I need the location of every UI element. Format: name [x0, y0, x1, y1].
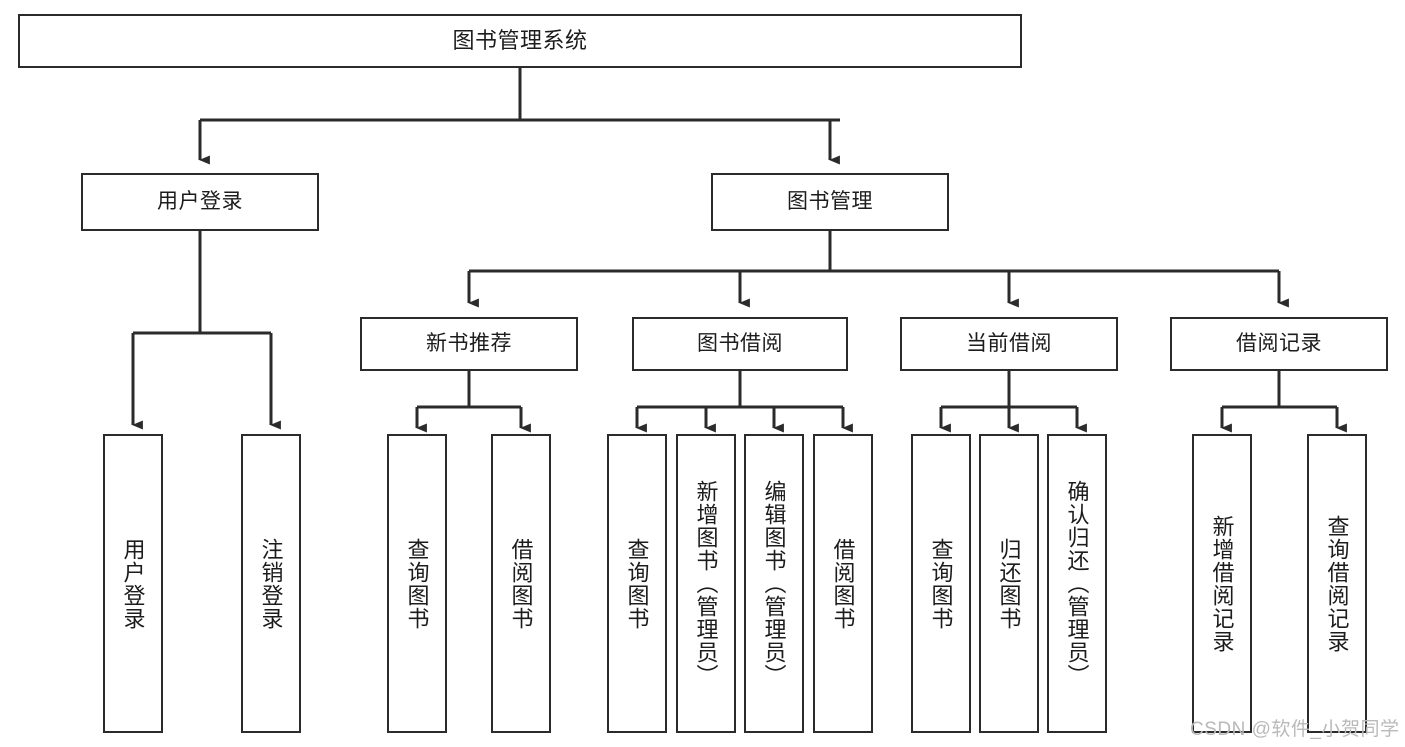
node-leaf-query-book-3[interactable]: 查询图书	[911, 434, 971, 733]
node-leaf-query-record[interactable]: 查询借阅记录	[1307, 434, 1367, 733]
node-leaf-user-login-label: 用户登录	[120, 537, 146, 630]
node-new-book-rec[interactable]: 新书推荐	[360, 317, 578, 371]
node-leaf-confirm-return[interactable]: 确认归还（管理员）	[1047, 434, 1107, 733]
csdn-watermark: CSDN @软件_小贺同学	[1190, 719, 1400, 740]
node-leaf-add-record-label: 新增借阅记录	[1209, 514, 1235, 653]
node-root[interactable]: 图书管理系统	[18, 14, 1022, 68]
node-new-book-rec-label: 新书推荐	[426, 331, 512, 355]
node-leaf-edit-book[interactable]: 编辑图书（管理员）	[744, 434, 804, 733]
node-leaf-borrow-book-1-label: 借阅图书	[508, 537, 534, 630]
node-leaf-borrow-book-1[interactable]: 借阅图书	[491, 434, 551, 733]
node-book-borrow[interactable]: 图书借阅	[632, 317, 848, 371]
node-leaf-return-book[interactable]: 归还图书	[979, 434, 1039, 733]
node-root-label: 图书管理系统	[452, 28, 588, 54]
node-book-manage[interactable]: 图书管理	[711, 173, 949, 231]
node-leaf-query-record-label: 查询借阅记录	[1324, 514, 1350, 653]
node-user-login[interactable]: 用户登录	[81, 173, 319, 231]
node-leaf-query-book-3-label: 查询图书	[928, 537, 954, 630]
node-leaf-add-book-label: 新增图书（管理员）	[693, 480, 719, 687]
node-book-manage-label: 图书管理	[787, 189, 873, 213]
node-leaf-query-book-1-label: 查询图书	[404, 537, 430, 630]
node-leaf-add-book[interactable]: 新增图书（管理员）	[676, 434, 736, 733]
node-leaf-confirm-return-label: 确认归还（管理员）	[1064, 480, 1090, 687]
node-leaf-query-book-2[interactable]: 查询图书	[607, 434, 667, 733]
node-current-borrow-label: 当前借阅	[966, 331, 1052, 355]
node-leaf-edit-book-label: 编辑图书（管理员）	[761, 480, 787, 687]
node-borrow-record[interactable]: 借阅记录	[1170, 317, 1388, 371]
node-leaf-add-record[interactable]: 新增借阅记录	[1192, 434, 1252, 733]
node-leaf-return-book-label: 归还图书	[996, 537, 1022, 630]
node-book-borrow-label: 图书借阅	[697, 331, 783, 355]
node-user-login-label: 用户登录	[157, 189, 243, 213]
node-leaf-borrow-book-2-label: 借阅图书	[830, 537, 856, 630]
node-leaf-user-login[interactable]: 用户登录	[103, 434, 163, 733]
node-current-borrow[interactable]: 当前借阅	[900, 317, 1118, 371]
node-leaf-query-book-1[interactable]: 查询图书	[387, 434, 447, 733]
node-borrow-record-label: 借阅记录	[1236, 331, 1322, 355]
node-leaf-user-logout-label: 注销登录	[258, 537, 284, 630]
node-leaf-borrow-book-2[interactable]: 借阅图书	[813, 434, 873, 733]
node-leaf-query-book-2-label: 查询图书	[624, 537, 650, 630]
node-leaf-user-logout[interactable]: 注销登录	[241, 434, 301, 733]
